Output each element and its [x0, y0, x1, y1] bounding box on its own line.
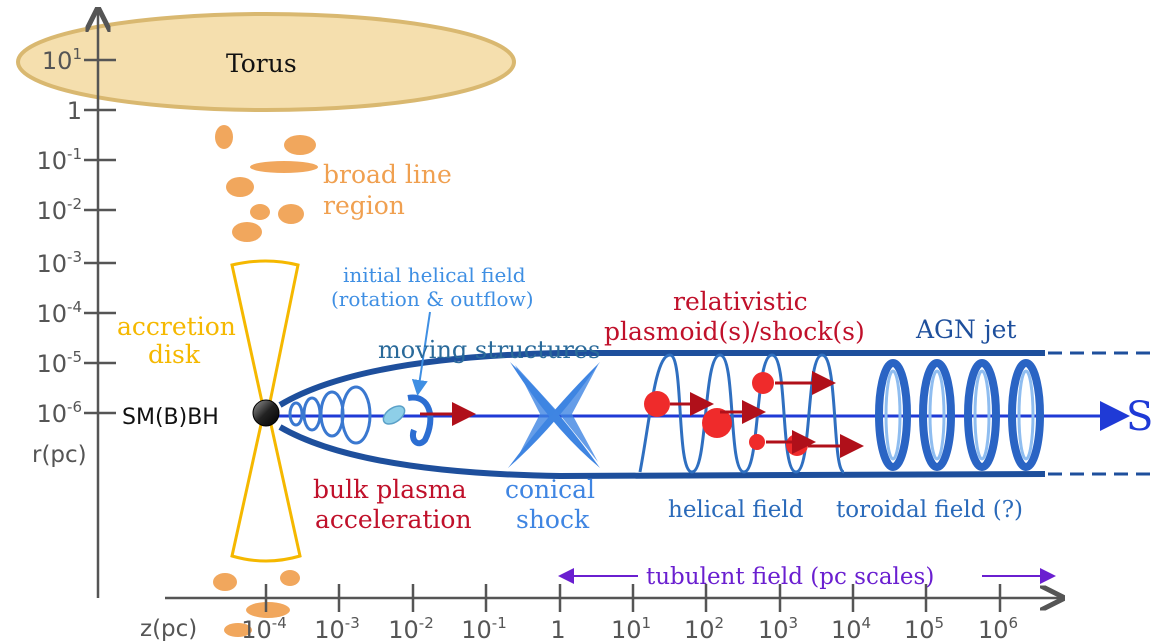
plasmoids — [644, 371, 864, 458]
r-axis-tick-label: 10-6 — [36, 398, 82, 428]
accretion-disk-upper — [230, 259, 300, 404]
z-axis-unit-label: z(pc) — [140, 616, 197, 642]
conical-shock-shape — [508, 362, 600, 468]
initial-helical-label-line2: (rotation & outflow) — [331, 287, 534, 311]
torus-shape — [16, 12, 516, 112]
jet-lower-boundary — [278, 424, 1046, 480]
jet-end-label: S — [1126, 394, 1151, 440]
z-axis-tick-label: 1 — [550, 616, 565, 644]
z-axis-tick-label: 10-3 — [314, 614, 360, 644]
bulk-label-line1: bulk plasma — [313, 475, 467, 504]
z-axis-tick-label: 10-1 — [461, 614, 507, 644]
moving-blob-2 — [407, 394, 434, 447]
initial-helical-label-line1: initial helical field — [343, 263, 526, 287]
agn-jet-label: AGN jet — [915, 315, 1016, 344]
jet-upper-boundary — [278, 350, 1045, 408]
r-axis-ticks: 101 1 10-1 10-2 10-3 10-4 10-5 10-6 — [36, 45, 116, 428]
z-axis-tick-label: 105 — [904, 614, 944, 644]
z-axis-tick-label: 10-2 — [388, 614, 434, 644]
z-axis-tick-label: 102 — [684, 614, 724, 644]
toroidal-rings — [875, 359, 1044, 471]
r-axis-tick-label: 101 — [42, 45, 82, 75]
initial-helical-pointer — [411, 311, 431, 396]
r-axis-tick-label: 10-1 — [36, 145, 82, 175]
r-axis-tick-label: 10-3 — [36, 248, 82, 278]
z-axis-tick-label: 10-4 — [241, 614, 287, 644]
r-axis-tick-label: 10-4 — [36, 298, 82, 328]
blr-label-line1: broad line — [323, 160, 452, 189]
r-axis-tick-label: 1 — [67, 97, 82, 125]
z-axis-tick-label: 103 — [758, 614, 798, 644]
moving-blob-1 — [382, 405, 406, 425]
accretion-disk-lower — [230, 418, 302, 563]
conical-label-line2: shock — [516, 505, 590, 534]
r-axis-tick-label: 10-5 — [36, 348, 82, 378]
z-axis-tick-label: 101 — [611, 614, 651, 644]
torus-label: Torus — [226, 49, 297, 78]
r-axis-unit-label: r(pc) — [32, 442, 87, 468]
moving-structures-label: moving structures — [378, 336, 600, 364]
r-axis-tick-label: 10-2 — [36, 195, 82, 225]
toroidal-field-label: toroidal field (?) — [836, 497, 1023, 523]
conical-label-line1: conical — [505, 475, 595, 504]
initial-helical-loops — [288, 385, 372, 445]
z-axis-tick-label: 104 — [831, 614, 871, 644]
helical-field-label: helical field — [668, 497, 804, 523]
plasmoid-label-line2: plasmoid(s)/shock(s) — [604, 317, 865, 346]
disk-label-line2: disk — [148, 340, 201, 369]
disk-label-line1: accretion — [117, 312, 236, 341]
turbulent-label: tubulent field (pc scales) — [646, 564, 934, 590]
blr-label-line2: region — [323, 191, 405, 220]
z-axis-ticks: 10-4 10-3 10-2 10-1 1 101 102 103 104 105 106 — [241, 584, 1018, 644]
plasmoid-label-line1: relativistic — [673, 287, 808, 316]
z-axis-tick-label: 106 — [978, 614, 1018, 644]
bh-label: SM(B)BH — [122, 405, 219, 430]
black-hole — [252, 399, 280, 427]
bulk-label-line2: acceleration — [315, 505, 472, 534]
broad-line-region-clouds — [213, 125, 318, 637]
